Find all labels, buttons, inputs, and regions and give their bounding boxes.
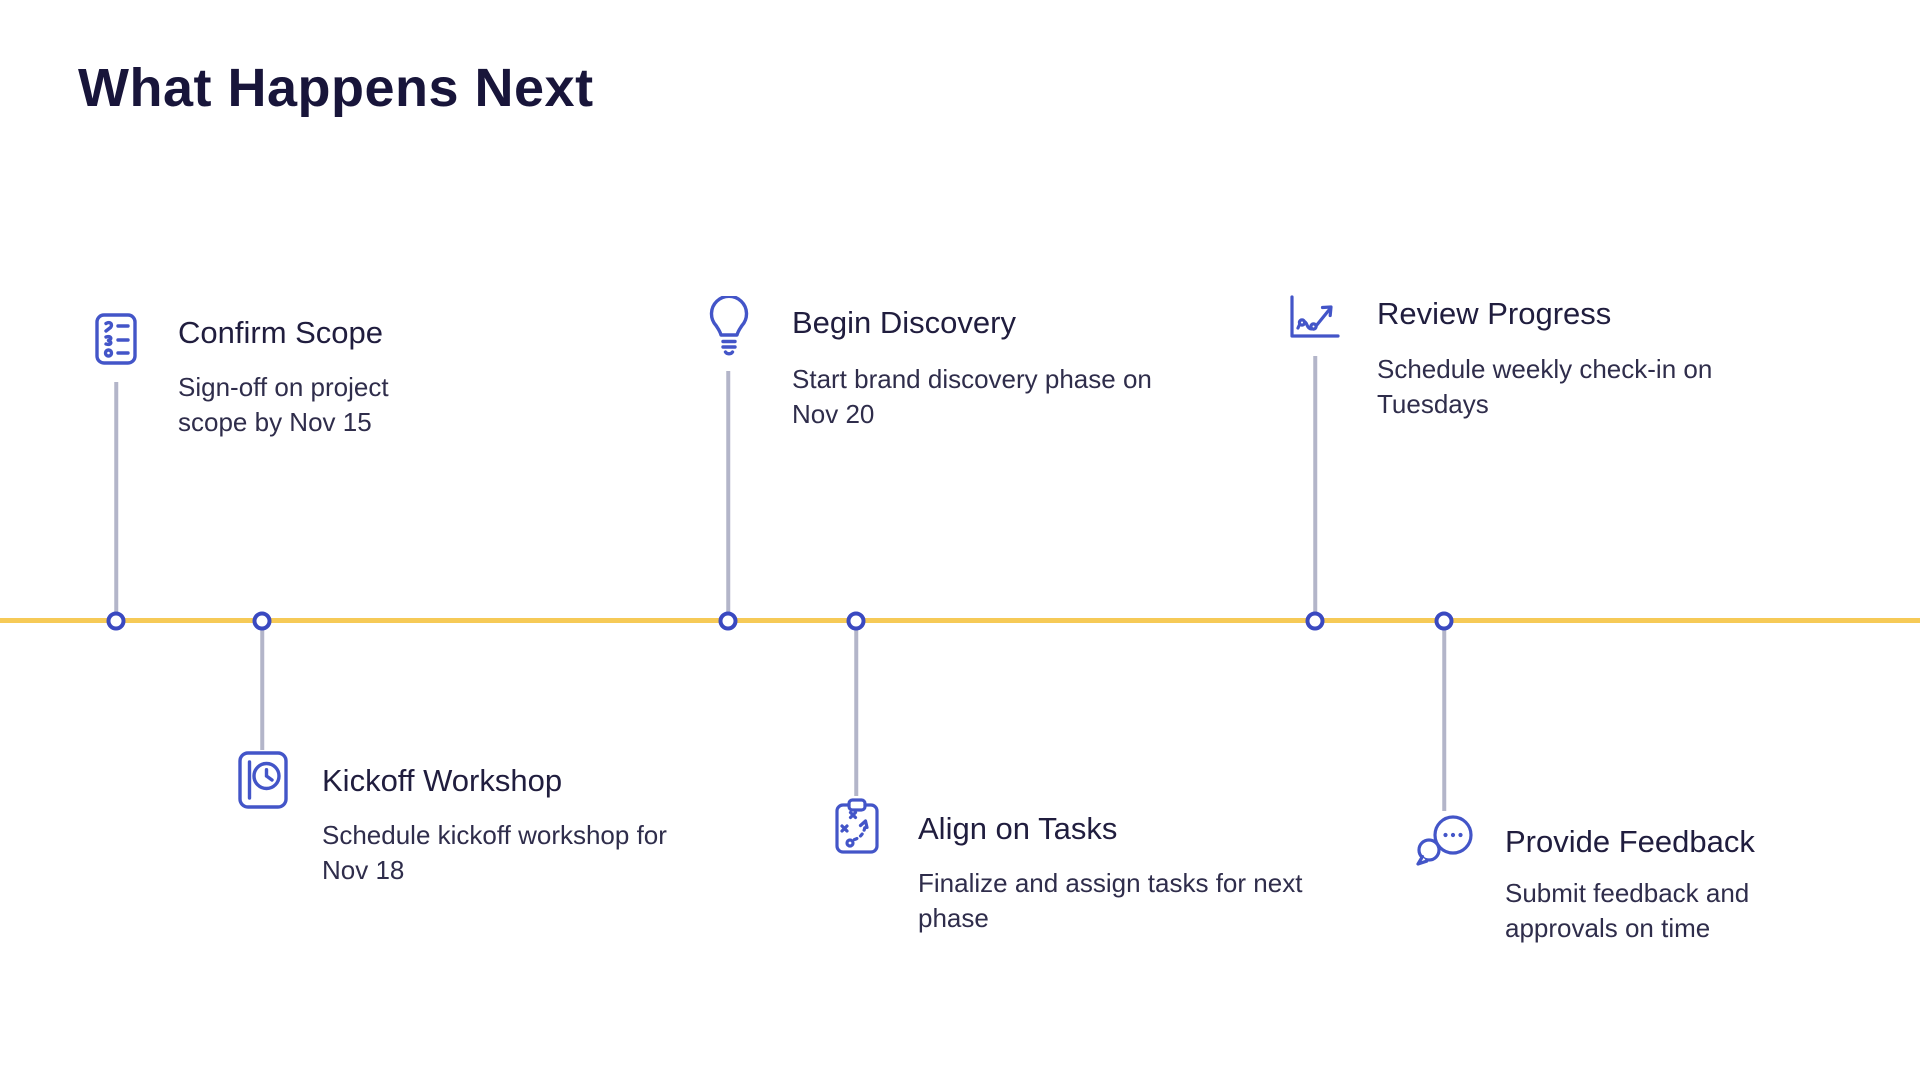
page-title: What Happens Next [78,58,594,118]
milestone-title: Begin Discovery [792,305,1016,340]
chat-bubbles-icon [1415,813,1475,867]
connector-line [854,623,858,796]
milestone-description: Start brand discovery phase on Nov 20 [792,364,1152,429]
milestone-description: Schedule weekly check-in on Tuesdays [1377,354,1713,419]
milestone-description: Sign-off on project scope by Nov 15 [178,372,389,437]
clipboard-strategy-icon [834,797,880,855]
timeline-node [252,611,272,630]
connector-line [726,371,730,618]
milestone-description: Finalize and assign tasks for next phase [918,868,1303,933]
timeline-node [1434,611,1454,630]
connector-line [1442,623,1446,811]
milestone-title: Confirm Scope [178,315,384,350]
milestone-description: Schedule kickoff workshop for Nov 18 [322,820,667,885]
calendar-clock-icon [238,751,288,809]
timeline-node [106,611,126,630]
connector-line [1313,356,1317,618]
milestone-description: Submit feedback and approvals on time [1505,878,1750,943]
lightbulb-icon [706,294,752,358]
timeline-node [718,611,738,630]
trend-chart-icon [1288,294,1342,340]
timeline-node [846,611,866,630]
checklist-icon [95,313,137,365]
milestone-title: Review Progress [1377,296,1612,331]
connector-line [114,382,118,618]
milestone-title: Provide Feedback [1505,824,1755,859]
milestone-title: Kickoff Workshop [322,763,563,798]
milestone-title: Align on Tasks [918,811,1118,846]
connector-line [260,623,264,750]
timeline-node [1305,611,1325,630]
timeline-line [0,618,1920,623]
